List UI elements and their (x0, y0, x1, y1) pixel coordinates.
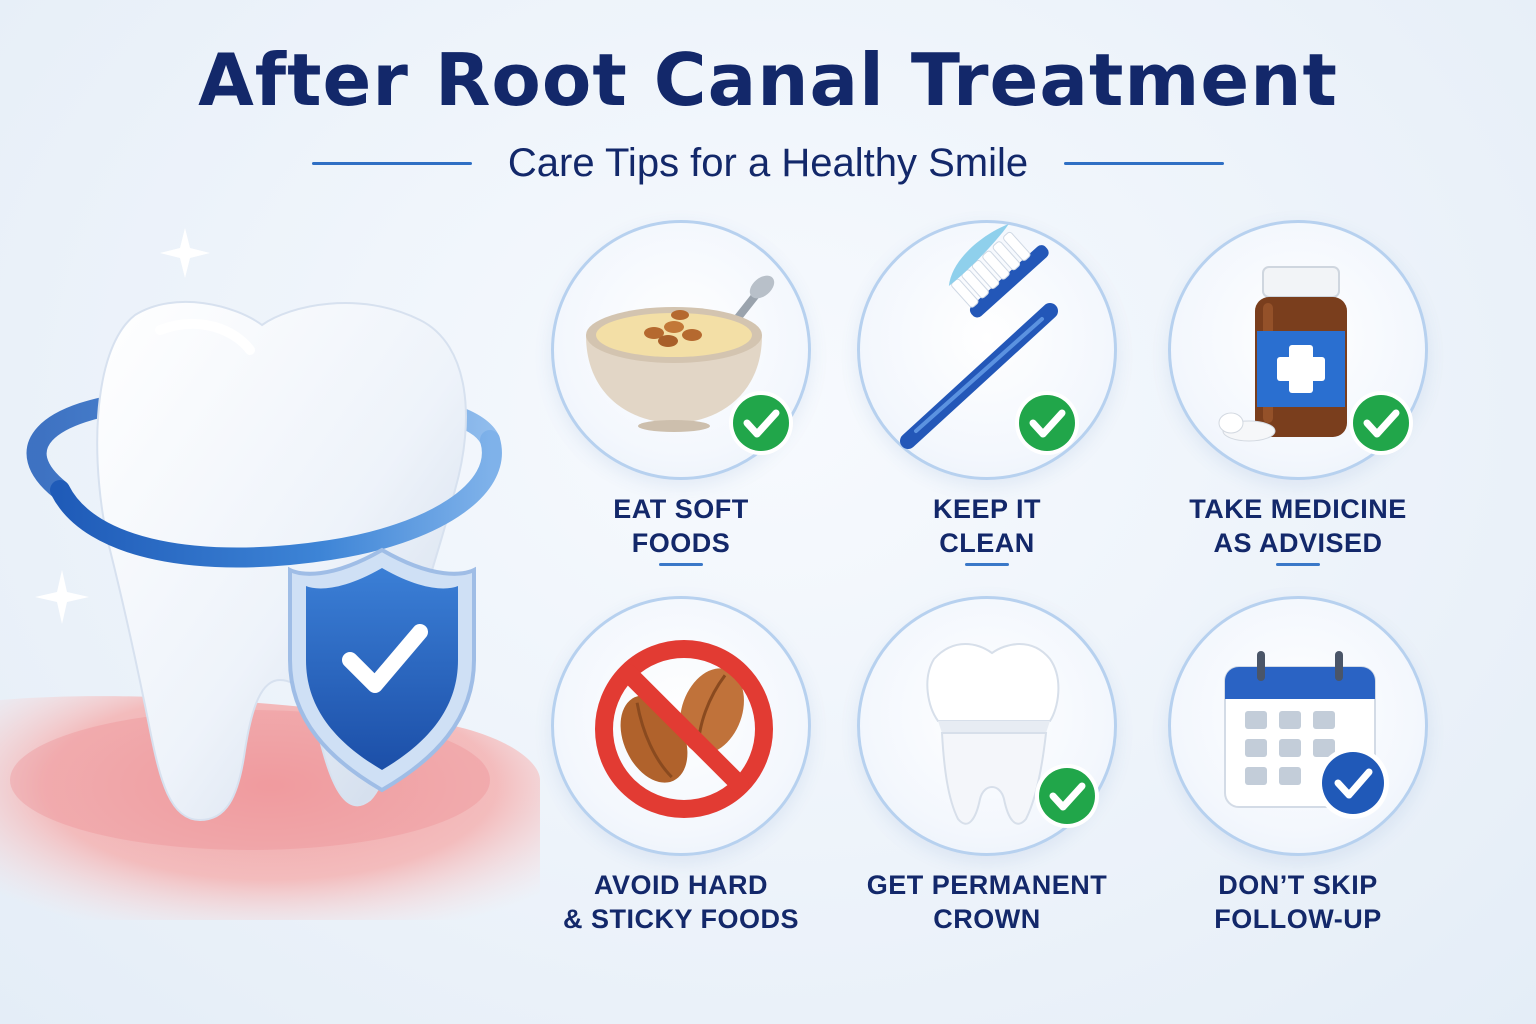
tip-card-take-medicine: TAKE MEDICINE AS ADVISED (1168, 220, 1428, 566)
hero-illustration (0, 220, 540, 920)
protected-tooth-icon (0, 228, 540, 920)
page-title: After Root Canal Treatment (198, 38, 1338, 122)
tip-card-keep-it-clean: KEEP IT CLEAN (857, 220, 1117, 566)
tip-divider (965, 563, 1009, 566)
subtitle-left-rule (311, 161, 472, 165)
toothbrush-icon (900, 223, 1058, 449)
subtitle-right-rule (1064, 161, 1225, 165)
tip-circle (1168, 220, 1428, 480)
subtitle-row: Care Tips for a Healthy Smile (0, 138, 1536, 188)
tip-card-permanent-crown: GET PERMANENT CROWN (857, 596, 1117, 934)
tip-divider (1276, 563, 1320, 566)
page-subtitle: Care Tips for a Healthy Smile (507, 140, 1029, 185)
check-badge-icon (1035, 764, 1099, 828)
tip-label: DON’T SKIP FOLLOW-UP (1214, 870, 1382, 934)
tip-circle (857, 596, 1117, 856)
medicine-bottle-icon (1218, 266, 1347, 442)
check-badge-icon (1317, 747, 1389, 819)
tip-label: KEEP IT CLEAN (932, 494, 1042, 558)
soup-bowl-icon (586, 275, 775, 432)
tip-label: TAKE MEDICINE AS ADVISED (1189, 494, 1407, 558)
tip-circle (551, 596, 811, 856)
check-badge-icon (1349, 391, 1413, 455)
tip-circle (551, 220, 811, 480)
check-badge-icon (729, 391, 793, 455)
check-badge-icon (1015, 391, 1079, 455)
tip-circle (857, 220, 1117, 480)
tip-divider (659, 563, 703, 566)
tip-label: GET PERMANENT CROWN (866, 870, 1108, 934)
tip-circle (1168, 596, 1428, 856)
tip-label: EAT SOFT FOODS (613, 494, 749, 558)
tip-label: AVOID HARD & STICKY FOODS (562, 870, 800, 934)
tip-card-avoid-hard-foods: AVOID HARD & STICKY FOODS (551, 596, 811, 934)
tip-card-eat-soft-foods: EAT SOFT FOODS (551, 220, 811, 566)
no-nuts-icon (595, 640, 773, 818)
crowned-tooth-icon (926, 643, 1060, 825)
tip-card-follow-up: DON’T SKIP FOLLOW-UP (1168, 596, 1428, 934)
